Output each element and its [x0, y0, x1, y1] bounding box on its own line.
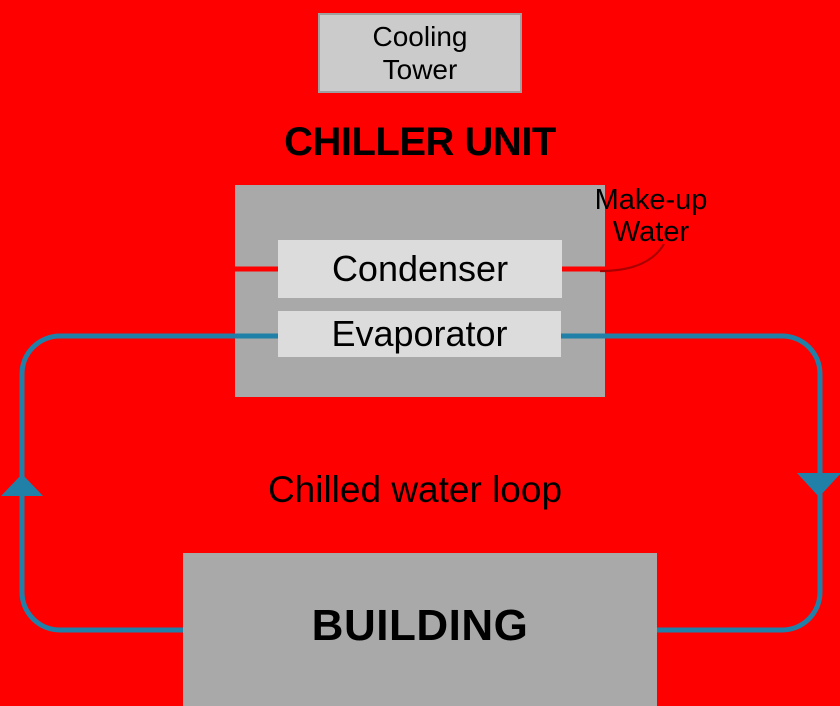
makeup-water-label-line1: Make-up	[594, 184, 708, 216]
evaporator-label: Evaporator	[331, 313, 508, 354]
building-label: BUILDING	[311, 601, 529, 650]
flow-arrow-down-icon	[797, 473, 840, 497]
condenser-box: Condenser	[278, 240, 562, 298]
flow-arrow-up-icon	[1, 474, 43, 496]
condenser-label: Condenser	[331, 248, 509, 289]
cooling-tower-box: Cooling Tower	[318, 13, 522, 93]
evaporator-box: Evaporator	[278, 311, 561, 357]
chiller-unit-title: CHILLER UNIT	[284, 120, 556, 164]
makeup-water-label: Make-up Water	[588, 184, 714, 248]
cooling-tower-label-line2: Tower	[382, 54, 458, 85]
makeup-water-label-line2: Water	[612, 216, 690, 248]
building-box: BUILDING	[183, 553, 657, 706]
cooling-tower-label-line1: Cooling	[372, 21, 468, 52]
chilled-water-loop-label: Chilled water loop	[267, 469, 563, 510]
makeup-water-leader-line	[599, 243, 665, 273]
